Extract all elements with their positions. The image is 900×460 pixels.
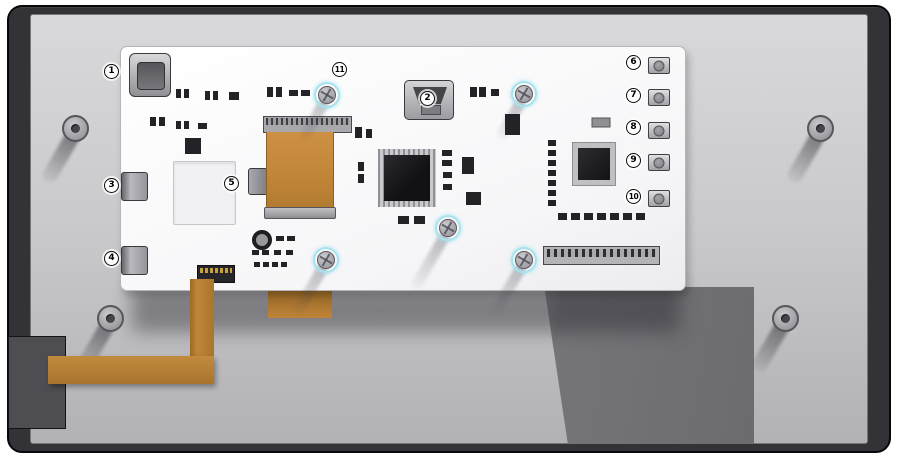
- screw-head: [318, 86, 336, 104]
- tact-button-7: [648, 89, 670, 106]
- callout-4: 4: [104, 251, 119, 266]
- callout-9: 9: [626, 153, 641, 168]
- backlight-connector: [197, 265, 235, 283]
- driver-board: [120, 46, 686, 291]
- screw-highlight-ring: [314, 82, 340, 108]
- callout-6: 6: [626, 55, 641, 70]
- micro-usb-port: [248, 168, 268, 195]
- screw-head: [439, 219, 457, 237]
- fpc-connector-bottom: [543, 246, 660, 265]
- callout-7: 7: [626, 88, 641, 103]
- screw-post: [97, 305, 124, 332]
- flex-ribbon-main: [266, 132, 334, 212]
- main-controller-chip: [378, 149, 436, 207]
- side-connector-3: [121, 172, 148, 201]
- callout-2: 2: [420, 91, 435, 106]
- screw-post: [807, 115, 834, 142]
- backlight-flex-horizontal: [48, 356, 214, 384]
- mounting-screw: [511, 247, 537, 273]
- panel-step-region: [544, 287, 754, 444]
- callout-3: 3: [104, 178, 119, 193]
- mounting-screw: [314, 82, 340, 108]
- screw-post: [62, 115, 89, 142]
- screw-highlight-ring: [511, 81, 537, 107]
- hdmi-port-1-slot: [137, 62, 165, 90]
- pcb-drop-shadow: [132, 286, 680, 332]
- side-connector-4: [121, 246, 148, 275]
- mounting-screw: [511, 81, 537, 107]
- callout-8: 8: [626, 120, 641, 135]
- tact-button-6: [648, 57, 670, 74]
- sd-card-slot: [173, 161, 236, 225]
- screw-post: [772, 305, 799, 332]
- screw-head: [515, 85, 533, 103]
- tact-button-8: [648, 122, 670, 139]
- tact-button-9: [648, 154, 670, 171]
- tact-button-10: [648, 190, 670, 207]
- callout-11: 11: [332, 62, 347, 77]
- secondary-chip: [572, 142, 616, 186]
- screw-highlight-ring: [511, 247, 537, 273]
- chip-die: [384, 155, 430, 201]
- callout-1: 1: [104, 64, 119, 79]
- hdmi-port-2: [404, 80, 454, 120]
- screw-head: [515, 251, 533, 269]
- mounting-screw: [435, 215, 461, 241]
- screw-head: [317, 251, 335, 269]
- callout-10: 10: [626, 189, 641, 204]
- hdmi-port-1: [129, 53, 171, 97]
- flex-clamp-bar: [264, 207, 336, 219]
- mounting-screw: [313, 247, 339, 273]
- callout-5: 5: [224, 176, 239, 191]
- screw-highlight-ring: [313, 247, 339, 273]
- screw-highlight-ring: [435, 215, 461, 241]
